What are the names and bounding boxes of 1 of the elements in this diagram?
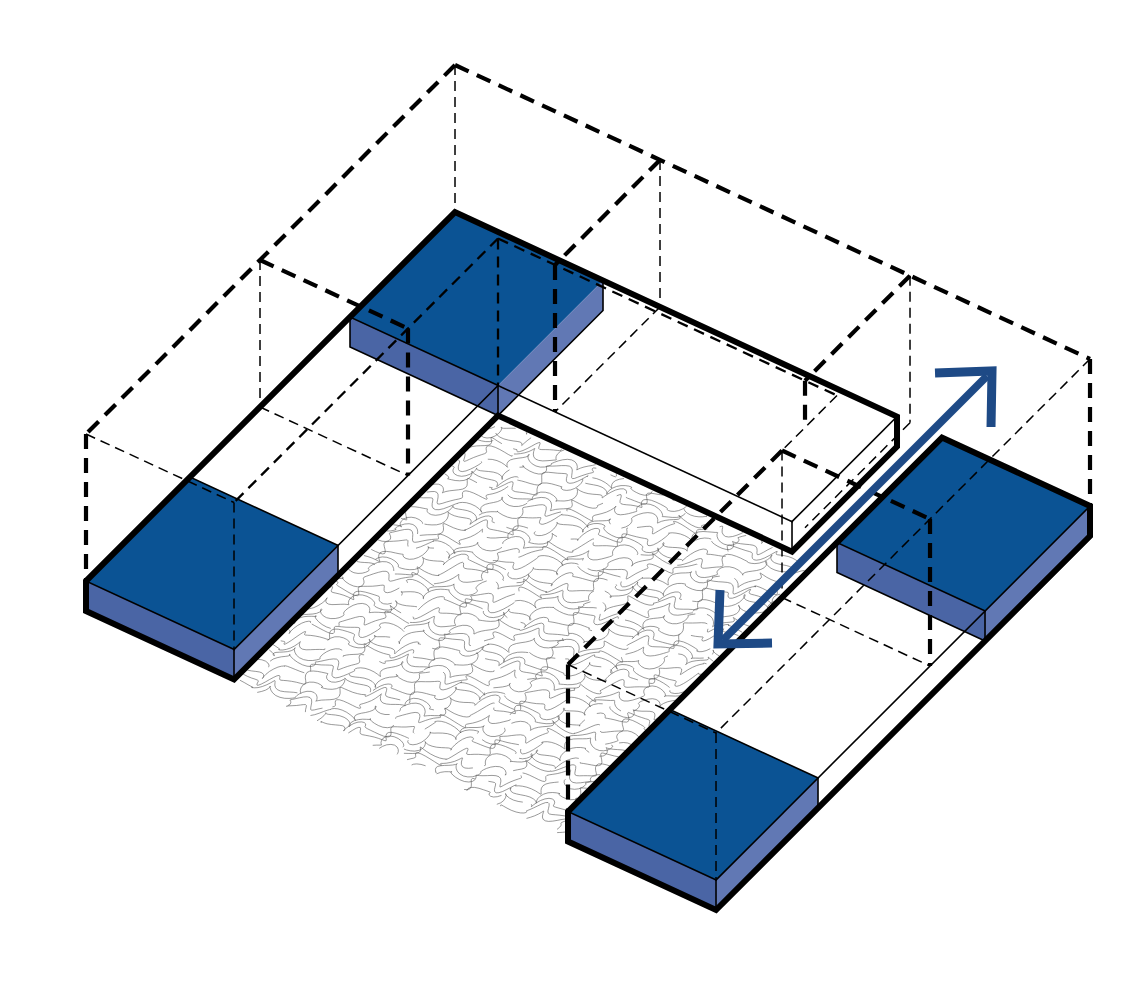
building-volume (565, 433, 1093, 914)
